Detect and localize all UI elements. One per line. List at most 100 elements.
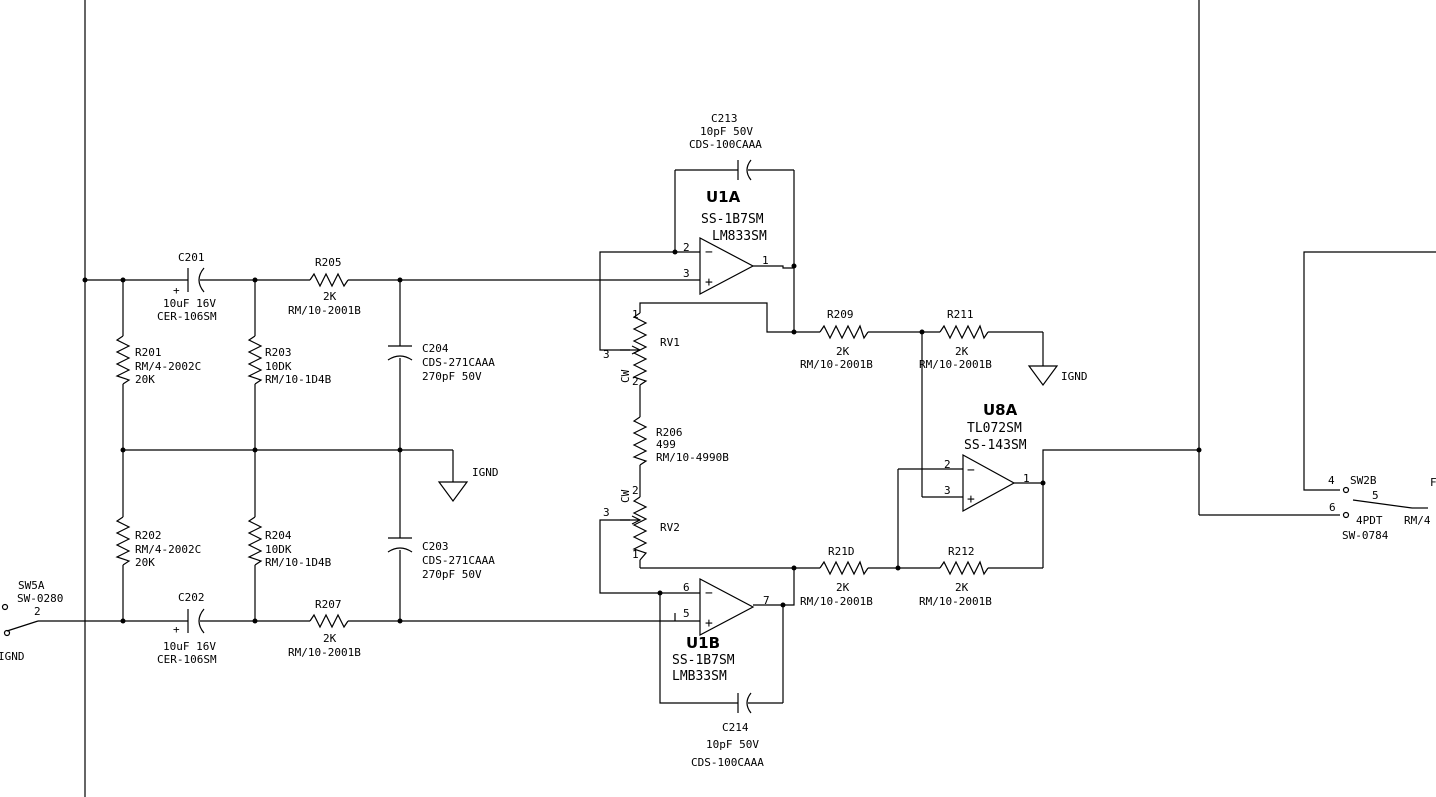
r201-value: RM/4-2002C: [135, 360, 201, 373]
c213-ref: C213: [711, 112, 738, 125]
u1b-plus: +: [705, 616, 713, 631]
u1b-pin-noninv: 5: [683, 607, 690, 620]
sw2b-type: 4PDT: [1356, 514, 1383, 527]
r204-part: RM/10-1D4B: [265, 556, 332, 569]
r203-ref: R203: [265, 346, 292, 359]
resistor-r201: R201 RM/4-2002C 20K: [115, 335, 201, 386]
rv2-pin1: 1: [632, 548, 639, 561]
sw5a-part: SW-0280: [17, 592, 63, 605]
junction-dots: [82, 249, 1202, 624]
r206-value: 499: [656, 438, 676, 451]
u1a-part: SS-1B7SM: [701, 212, 764, 227]
resistor-r205: R205 2K RM/10-2001B: [288, 256, 361, 317]
r203-value: 10DK: [265, 360, 292, 373]
rv2-cw: CW: [619, 489, 632, 503]
sw5a-ground: IGND: [0, 650, 25, 663]
r210-part: RM/10-2001B: [800, 595, 873, 608]
resistor-r206: R206 499 RM/10-4990B: [632, 416, 729, 466]
r211-ref: R211: [947, 308, 974, 321]
u1a-pin-out: 1: [762, 254, 769, 267]
rv2-ref: RV2: [660, 521, 680, 534]
r204-value: 10DK: [265, 543, 292, 556]
u1b-model: LMB33SM: [672, 669, 727, 684]
u1a-pin-noninv: 3: [683, 267, 690, 280]
r202-part: 20K: [135, 556, 155, 569]
sw5a-pin: 2: [34, 605, 41, 618]
c202-polarity: +: [173, 623, 180, 636]
ground-symbol-mid: IGND: [437, 466, 499, 503]
capacitor-c214: C214 10pF 50V CDS-100CAAA: [691, 692, 764, 769]
c201-part: CER-106SM: [157, 310, 217, 323]
u1b-ref: U1B: [686, 634, 720, 652]
u1b-part: SS-1B7SM: [672, 653, 735, 668]
sw5a-ref: SW5A: [18, 579, 45, 592]
capacitor-c202: C202 + 10uF 16V CER-106SM: [157, 591, 217, 666]
capacitor-c201: C201 + 10uF 16V CER-106SM: [157, 251, 217, 323]
r210-ref: R21D: [828, 545, 855, 558]
switch-sw5a: SW5A SW-0280 2 IGND: [0, 579, 63, 663]
r201-ref: R201: [135, 346, 162, 359]
c214-part: CDS-100CAAA: [691, 756, 764, 769]
r209-value: 2K: [836, 345, 850, 358]
c201-polarity: +: [173, 284, 180, 297]
c201-ref: C201: [178, 251, 205, 264]
c203-value: CDS-271CAAA: [422, 554, 495, 567]
r202-value: RM/4-2002C: [135, 543, 201, 556]
u8a-part: TL072SM: [967, 421, 1022, 436]
r203-part: RM/10-1D4B: [265, 373, 332, 386]
r204-ref: R204: [265, 529, 292, 542]
u8a-ref: U8A: [983, 401, 1018, 419]
c213-part: CDS-100CAAA: [689, 138, 762, 151]
r201-part: 20K: [135, 373, 155, 386]
r207-value: 2K: [323, 632, 337, 645]
sw2b-pin6: 6: [1329, 501, 1336, 514]
u8a-minus: −: [967, 463, 975, 478]
rv2-pin3: 3: [603, 506, 610, 519]
r205-value: 2K: [323, 290, 337, 303]
c214-ref: C214: [722, 721, 749, 734]
rv1-ref: RV1: [660, 336, 680, 349]
c204-part: 270pF 50V: [422, 370, 482, 383]
opamp-u1b: − + 6 5 7 U1B SS-1B7SM LMB33SM: [672, 578, 770, 684]
r206-part: RM/10-4990B: [656, 451, 729, 464]
resistor-r202: R202 RM/4-2002C 20K: [115, 516, 201, 569]
r202-ref: R202: [135, 529, 162, 542]
ground-label-right: IGND: [1061, 370, 1088, 383]
u1a-pin-inv: 2: [683, 241, 690, 254]
c202-part: CER-106SM: [157, 653, 217, 666]
u8a-pin-noninv: 3: [944, 484, 951, 497]
rv1-pin1: 1: [632, 308, 639, 321]
c201-value: 10uF 16V: [163, 297, 216, 310]
r212-ref: R212: [948, 545, 975, 558]
r212-value: 2K: [955, 581, 969, 594]
opamp-u1a: − + 2 3 1 U1A SS-1B7SM LM833SM: [683, 188, 769, 295]
resistor-r207: R207 2K RM/10-2001B: [288, 598, 361, 659]
c203-ref: C203: [422, 540, 449, 553]
capacitor-c204: C204 CDS-271CAAA 270pF 50V: [387, 342, 495, 383]
resistor-r209: R209 2K RM/10-2001B: [800, 308, 873, 371]
resistor-r204: R204 10DK RM/10-1D4B: [247, 516, 332, 569]
ground-label-mid: IGND: [472, 466, 499, 479]
resistor-r203: R203 10DK RM/10-1D4B: [247, 335, 332, 386]
u8a-model: SS-143SM: [964, 438, 1027, 453]
c204-value: CDS-271CAAA: [422, 356, 495, 369]
r207-part: RM/10-2001B: [288, 646, 361, 659]
r205-ref: R205: [315, 256, 342, 269]
c214-value: 10pF 50V: [706, 738, 759, 751]
resistor-r212: R212 2K RM/10-2001B: [919, 545, 992, 608]
r209-ref: R209: [827, 308, 854, 321]
capacitor-c213: C213 10pF 50V CDS-100CAAA: [689, 112, 762, 181]
resistor-r211: R211 2K RM/10-2001B: [919, 308, 992, 371]
u1a-model: LM833SM: [712, 229, 767, 244]
c213-value: 10pF 50V: [700, 125, 753, 138]
u1a-minus: −: [705, 245, 713, 260]
c202-ref: C202: [178, 591, 205, 604]
r211-value: 2K: [955, 345, 969, 358]
c204-ref: C204: [422, 342, 449, 355]
r210-value: 2K: [836, 581, 850, 594]
u1b-pin-out: 7: [763, 594, 770, 607]
edge-partial-label: F: [1430, 476, 1436, 489]
resistor-r210: R21D 2K RM/10-2001B: [800, 545, 873, 608]
u8a-pin-inv: 2: [944, 458, 951, 471]
sw2b-pin4: 4: [1328, 474, 1335, 487]
